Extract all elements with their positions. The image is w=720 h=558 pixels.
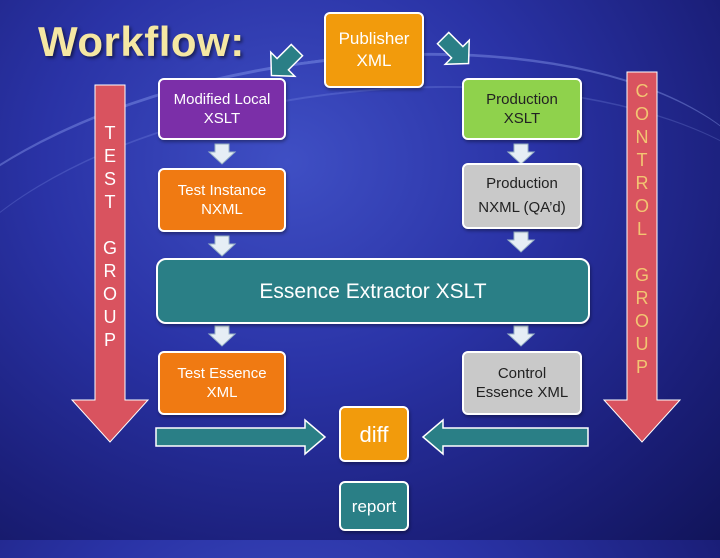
down-arrow-5 bbox=[207, 325, 237, 347]
down-arrow-6 bbox=[506, 325, 536, 347]
production-nxml-box: Production NXML (QA’d) bbox=[462, 163, 582, 229]
diagram-arrows bbox=[70, 31, 682, 456]
report-box: report bbox=[339, 481, 409, 531]
test-essence-xml-label: Test Essence XML bbox=[177, 365, 267, 401]
down-arrow-2 bbox=[506, 143, 536, 165]
diff-label: diff bbox=[359, 421, 389, 447]
production-nxml-label: Production NXML (QA’d) bbox=[478, 175, 566, 216]
control-essence-xml-box: Control Essence XML bbox=[462, 351, 582, 415]
down-arrow-3 bbox=[207, 235, 237, 257]
essence-extractor-label: Essence Extractor XSLT bbox=[259, 279, 487, 303]
down-arrow-4 bbox=[506, 231, 536, 253]
production-xslt-box: Production XSLT bbox=[462, 78, 582, 140]
production-xslt-label: Production XSLT bbox=[486, 91, 558, 127]
publisher-xml-label: Publisher XML bbox=[338, 29, 410, 70]
arrow-publisher-to-production bbox=[436, 31, 471, 66]
report-label: report bbox=[351, 496, 397, 516]
modified-local-xslt-label: Modified Local XSLT bbox=[173, 91, 271, 127]
modified-local-xslt-box: Modified Local XSLT bbox=[158, 78, 286, 140]
essence-extractor-box: Essence Extractor XSLT bbox=[156, 258, 590, 324]
control-essence-xml-label: Control Essence XML bbox=[475, 365, 569, 401]
publisher-xml-box: Publisher XML bbox=[324, 12, 424, 88]
control-group-label: C O N T R O L G R O U P bbox=[634, 81, 649, 377]
test-instance-nxml-label: Test Instance NXML bbox=[177, 182, 267, 218]
page-title: Workflow: bbox=[38, 18, 245, 65]
control-group-arrow bbox=[602, 71, 682, 443]
arrow-to-diff-left bbox=[155, 418, 327, 456]
test-group-label: T E S T G R O U P bbox=[102, 123, 117, 350]
test-instance-nxml-box: Test Instance NXML bbox=[158, 168, 286, 232]
test-essence-xml-box: Test Essence XML bbox=[158, 351, 286, 415]
down-arrow-1 bbox=[207, 143, 237, 165]
arrow-publisher-to-modified bbox=[269, 43, 304, 78]
arrow-to-diff-right bbox=[421, 418, 589, 456]
test-group-arrow bbox=[70, 84, 150, 443]
diff-box: diff bbox=[339, 406, 409, 462]
